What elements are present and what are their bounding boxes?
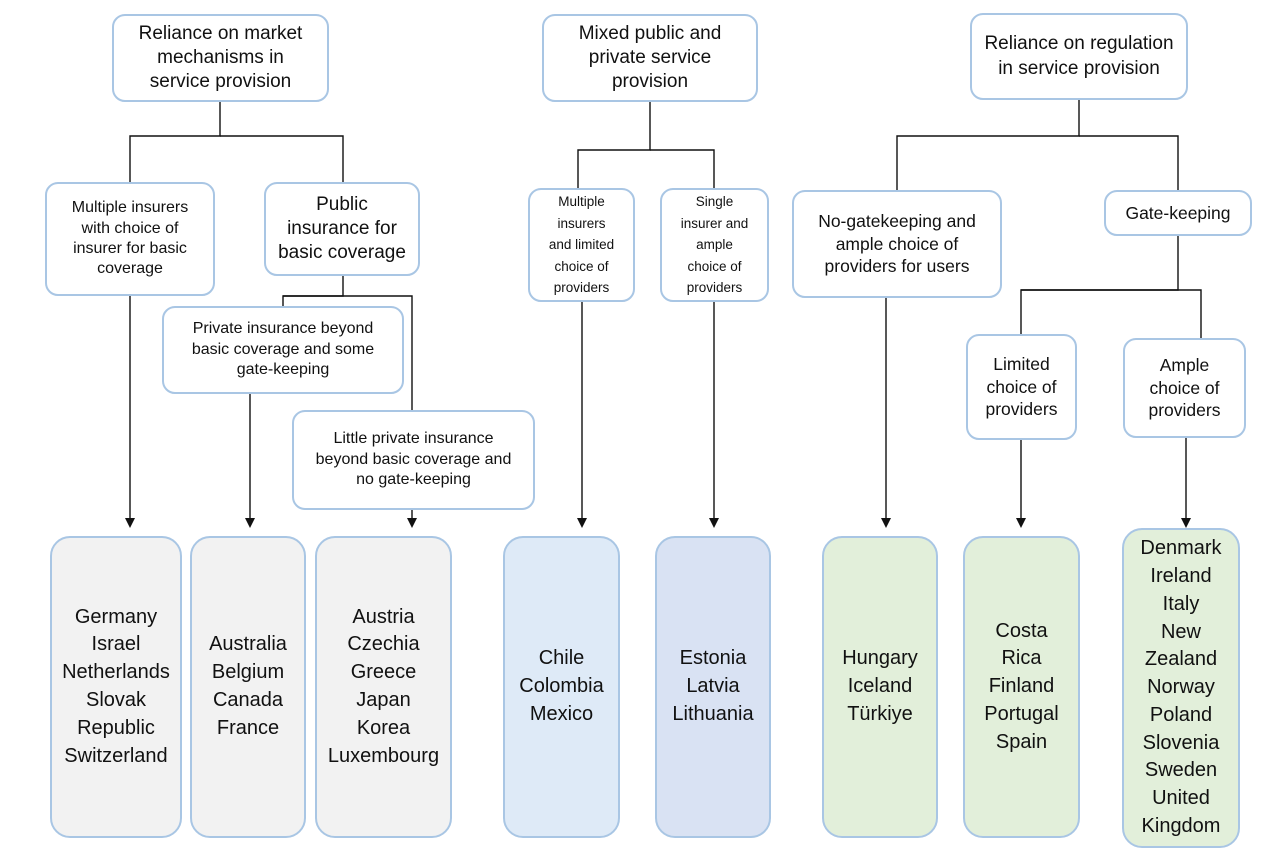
ample-choice-box: Ample choice of providers	[1123, 338, 1246, 438]
little-private-insurance-box: Little private insurance beyond basic co…	[292, 410, 535, 510]
multiple-insurers-choice-box: Multiple insurers with choice of insurer…	[45, 182, 215, 296]
private-insurance-gatekeeping-box: Private insurance beyond basic coverage …	[162, 306, 404, 394]
public-insurance-box: Public insurance for basic coverage	[264, 182, 420, 276]
multiple-insurers-limited-box: Multiple insurers and limited choice of …	[528, 188, 635, 302]
regulation-box: Reliance on regulation in service provis…	[970, 13, 1188, 100]
country-group-1: Germany Israel Netherlands Slovak Republ…	[50, 536, 182, 838]
country-group-5: Estonia Latvia Lithuania	[655, 536, 771, 838]
country-group-4: Chile Colombia Mexico	[503, 536, 620, 838]
country-group-6: Hungary Iceland Türkiye	[822, 536, 938, 838]
country-group-7: Costa Rica Finland Portugal Spain	[963, 536, 1080, 838]
country-group-8: Denmark Ireland Italy New Zealand Norway…	[1122, 528, 1240, 848]
country-group-2: Australia Belgium Canada France	[190, 536, 306, 838]
no-gatekeeping-box: No-gatekeeping and ample choice of provi…	[792, 190, 1002, 298]
market-mechanisms-box: Reliance on market mechanisms in service…	[112, 14, 329, 102]
country-group-3: Austria Czechia Greece Japan Korea Luxem…	[315, 536, 452, 838]
gatekeeping-box: Gate-keeping	[1104, 190, 1252, 236]
limited-choice-box: Limited choice of providers	[966, 334, 1077, 440]
mixed-provision-box: Mixed public and private service provisi…	[542, 14, 758, 102]
single-insurer-box: Single insurer and ample choice of provi…	[660, 188, 769, 302]
